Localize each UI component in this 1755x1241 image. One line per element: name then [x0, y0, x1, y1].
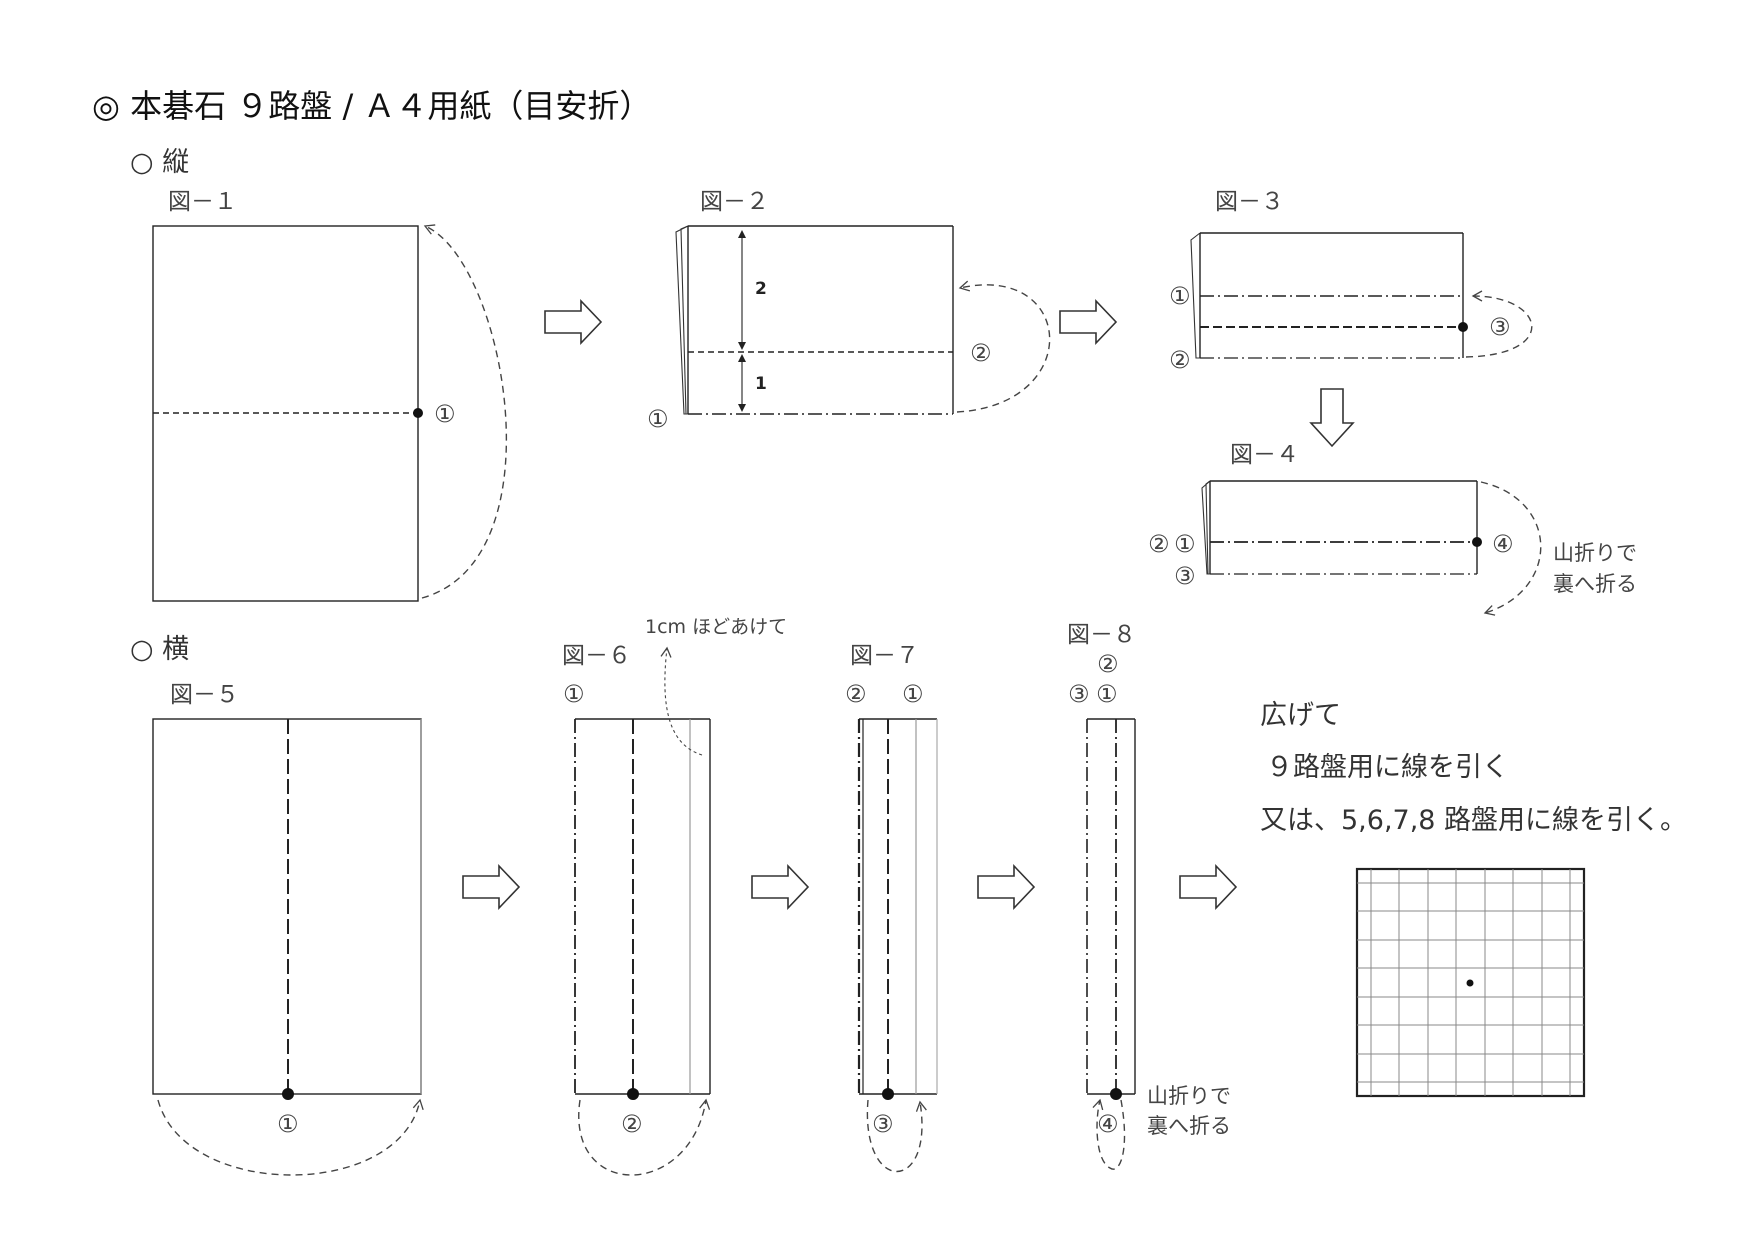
fig2-drawing	[675, 225, 1051, 415]
fig3-back-layer	[1190, 232, 1201, 359]
fig5-fold-arrow	[157, 1098, 424, 1176]
process-arrows	[462, 299, 1355, 910]
section-horizontal: ○ 横	[130, 634, 190, 665]
arrow-fig6-to-fig7	[751, 864, 810, 910]
fig4-mark-3: ③	[1174, 562, 1196, 590]
fig8-mark-3: ③	[1068, 680, 1090, 708]
board-fine-grid	[1357, 869, 1584, 1096]
fig5-mark-1: ①	[277, 1110, 299, 1138]
fig1-point-1	[413, 408, 423, 418]
fig7-mark-3: ③	[872, 1110, 894, 1138]
fig5-label: 図－５	[170, 682, 239, 708]
fig8-mark-2: ②	[1097, 650, 1119, 678]
fig3-label: 図－３	[1215, 189, 1284, 215]
fig1-label: 図－１	[168, 189, 237, 215]
fig7-drawing	[857, 718, 938, 1173]
fig4-drawing	[1201, 480, 1542, 616]
fig3-mark-2: ②	[1169, 346, 1191, 374]
fig8-drawing	[1086, 718, 1136, 1170]
fig1-fold-arrow	[421, 224, 507, 599]
fig2-fold-arrow	[956, 280, 1051, 413]
arrow-fig3-to-fig4	[1309, 388, 1355, 448]
arrow-fig8-to-result	[1179, 864, 1238, 910]
fig2-dim-label-2: 2	[755, 279, 767, 299]
fig3-mark-3: ③	[1489, 313, 1511, 341]
fig7-mark-2: ②	[845, 680, 867, 708]
fig2-back-layer-2	[680, 225, 689, 415]
board-center-point	[1466, 979, 1474, 987]
fig3-fold-arrow	[1465, 290, 1533, 358]
result-go-board	[1355, 867, 1586, 1098]
page-title: ◎ 本碁石 ９路盤 / Ａ４用紙（目安折）	[92, 87, 652, 125]
fig6-fold-arrow	[578, 1098, 711, 1176]
fig2-label: 図－２	[700, 189, 769, 215]
fig4-mark-1: ①	[1174, 530, 1196, 558]
fig6-mark-2: ②	[621, 1110, 643, 1138]
fig4-label: 図－４	[1230, 442, 1299, 468]
fig8-fold-arrow	[1092, 1098, 1126, 1170]
fig6-label: 図－６	[562, 643, 631, 669]
fig3-mark-1: ①	[1169, 282, 1191, 310]
instruction-line3: 又は、5,6,7,8 路盤用に線を引く。	[1260, 805, 1688, 836]
fig3-point-3	[1458, 322, 1468, 332]
fig4-note-line1: 山折りで	[1553, 541, 1637, 565]
fig2-mark-1: ①	[647, 405, 669, 433]
fig5-drawing	[152, 718, 424, 1176]
fig8-mark-1: ①	[1096, 680, 1118, 708]
fig2-dim-label-1: 1	[755, 374, 767, 394]
fig7-mark-1: ①	[902, 680, 924, 708]
fig1-drawing	[152, 224, 507, 602]
instruction-line1: 広げて	[1260, 700, 1341, 731]
fig2-mark-2: ②	[970, 339, 992, 367]
fig3-drawing	[1190, 232, 1533, 359]
fig8-note-line2: 裏へ折る	[1147, 1114, 1231, 1138]
fig8-label: 図－８	[1067, 622, 1136, 648]
arrow-fig7-to-fig8	[977, 864, 1036, 910]
arrow-fig2-to-fig3	[1059, 299, 1118, 345]
fig6-drawing	[574, 646, 711, 1176]
fig4-mark-4: ④	[1492, 530, 1514, 558]
fig7-point-3	[882, 1088, 894, 1100]
fig4-point-4	[1472, 537, 1482, 547]
fig4-fold-arrow	[1480, 481, 1542, 616]
fig7-label: 図－７	[850, 643, 919, 669]
fig8-note-line1: 山折りで	[1147, 1084, 1231, 1108]
fig6-gap-note: 1cm ほどあけて	[645, 616, 788, 638]
fig6-mark-1: ①	[563, 680, 585, 708]
fig4-mark-2: ②	[1148, 530, 1170, 558]
section-vertical: ○ 縦	[130, 147, 190, 178]
fig4-note-line2: 裏へ折る	[1553, 572, 1637, 596]
fig6-point-2	[627, 1088, 639, 1100]
fig5-point-1	[282, 1088, 294, 1100]
arrow-fig5-to-fig6	[462, 864, 521, 910]
fig8-mark-4: ④	[1097, 1110, 1119, 1138]
fig7-fold-arrow	[866, 1099, 927, 1173]
arrow-fig1-to-fig2	[544, 299, 603, 345]
fig6-gap-pointer	[660, 646, 703, 756]
instruction-line2: ９路盤用に線を引く	[1266, 752, 1509, 783]
fig1-mark-1: ①	[434, 400, 456, 428]
fig8-point-4	[1110, 1088, 1122, 1100]
